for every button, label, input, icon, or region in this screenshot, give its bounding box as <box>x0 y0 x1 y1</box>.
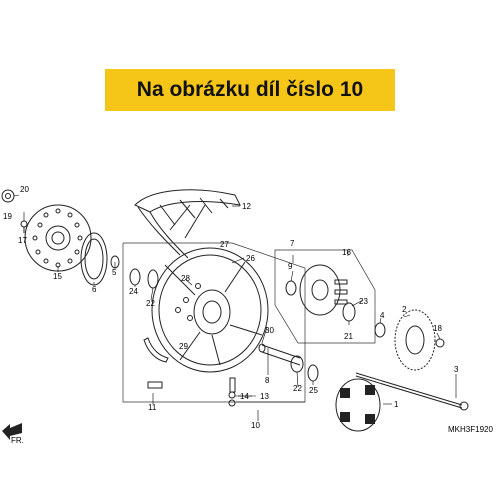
part-label-5: 5 <box>112 268 117 277</box>
part-label-29: 29 <box>179 342 188 351</box>
hub-assembly-box <box>274 249 376 344</box>
part-label-14: 14 <box>240 392 249 401</box>
part-label-24: 24 <box>129 287 138 296</box>
part-label-22b: 22 <box>293 384 302 393</box>
part-label-9: 9 <box>288 262 293 271</box>
diagram-code: MKH3F1920 <box>448 425 493 434</box>
disc-nut <box>1 189 15 203</box>
banner: Na obrázku díl číslo 10 <box>105 69 395 111</box>
bearing-9 <box>285 280 297 296</box>
part-label-7: 7 <box>290 239 295 248</box>
final-driven-flange <box>299 264 348 316</box>
wheel-assembly-box <box>122 242 306 403</box>
front-direction-arrow <box>2 423 22 440</box>
label-plate <box>147 381 163 389</box>
bearing-23 <box>342 302 356 322</box>
driven-sprocket <box>394 309 436 371</box>
seal-4 <box>374 322 386 338</box>
part-label-26: 26 <box>246 254 255 263</box>
front-direction-label: FR. <box>11 436 24 445</box>
sprocket-nut <box>435 338 445 348</box>
bearing-24 <box>129 268 141 286</box>
part-label-16: 16 <box>342 248 351 257</box>
part-label-13: 13 <box>260 392 269 401</box>
bearing-22-left <box>147 269 159 289</box>
dust-seal-ring <box>80 232 108 286</box>
part-label-19: 19 <box>3 212 12 221</box>
part-label-30: 30 <box>265 326 274 335</box>
banner-text: Na obrázku díl číslo 10 <box>136 78 364 101</box>
distance-collar <box>258 343 301 366</box>
wheel-damper <box>335 378 381 432</box>
part-labels: 20 19 17 15 6 5 12 27 26 24 22 28 29 30 … <box>3 185 493 445</box>
brake-disc <box>24 204 92 272</box>
part-label-8: 8 <box>265 376 270 385</box>
part-label-11: 11 <box>148 403 157 412</box>
part-label-18: 18 <box>433 324 442 333</box>
part-label-20: 20 <box>20 185 29 194</box>
part-label-15: 15 <box>53 272 62 281</box>
part-label-6: 6 <box>92 285 97 294</box>
part-label-21: 21 <box>344 332 353 341</box>
part-label-27: 27 <box>220 240 229 249</box>
part-label-23: 23 <box>359 297 368 306</box>
tire-valve <box>228 377 236 407</box>
part-label-25: 25 <box>309 386 318 395</box>
part-label-17: 17 <box>18 236 27 245</box>
part-label-12: 12 <box>242 202 251 211</box>
tire-section <box>134 189 241 259</box>
part-label-1: 1 <box>394 400 399 409</box>
part-label-22a: 22 <box>146 299 155 308</box>
part-label-4: 4 <box>380 311 385 320</box>
balance-weight <box>143 337 169 363</box>
part-label-3: 3 <box>454 365 459 374</box>
o-ring <box>307 364 319 382</box>
leader-lines <box>13 194 457 421</box>
rear-wheel <box>151 247 269 373</box>
part-label-2: 2 <box>402 305 407 314</box>
rear-axle <box>355 372 469 411</box>
part-label-28: 28 <box>181 274 190 283</box>
part-label-10: 10 <box>251 421 260 430</box>
